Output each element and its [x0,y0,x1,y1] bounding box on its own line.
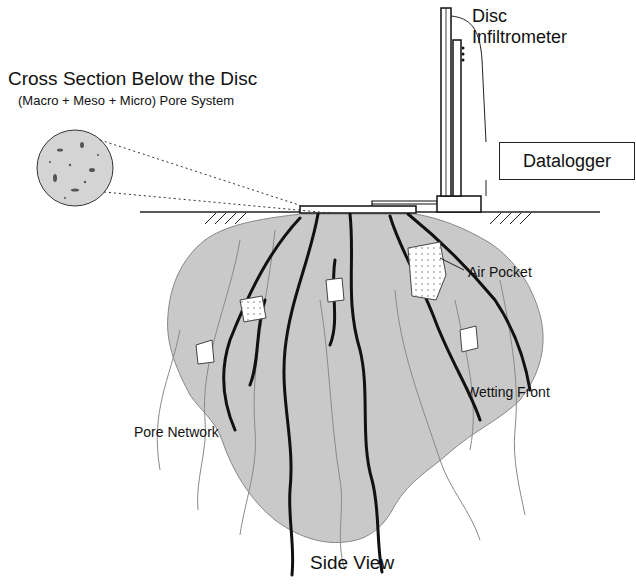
datalogger-box: Datalogger [499,142,635,180]
ground-hatch [205,213,531,224]
box-text: Datalogger [523,151,611,172]
view-caption: Side View [310,552,394,574]
water-reservoir-tube [441,8,451,196]
tower-base [437,196,481,212]
projection-lines [100,140,330,213]
inset-title: Cross Section Below the Disc [8,68,257,90]
air-pockets [196,242,478,364]
wetting-front [168,214,544,543]
bubble-tower-tube [453,40,461,196]
cross-section-pores [49,142,99,199]
cross-section-circle [37,130,113,206]
callout-label: Wetting Front [466,384,550,400]
callout-label: Air Pocket [468,264,532,280]
sensor-dots [462,47,465,62]
inset-subtitle: (Macro + Meso + Micro) Pore System [18,94,234,109]
callout-label: Pore Network [134,424,219,440]
supply-tube [372,201,440,206]
instrument-label: Disc Infiltrometer [472,6,592,47]
disc-plate [300,206,416,213]
leader-line [440,258,464,270]
